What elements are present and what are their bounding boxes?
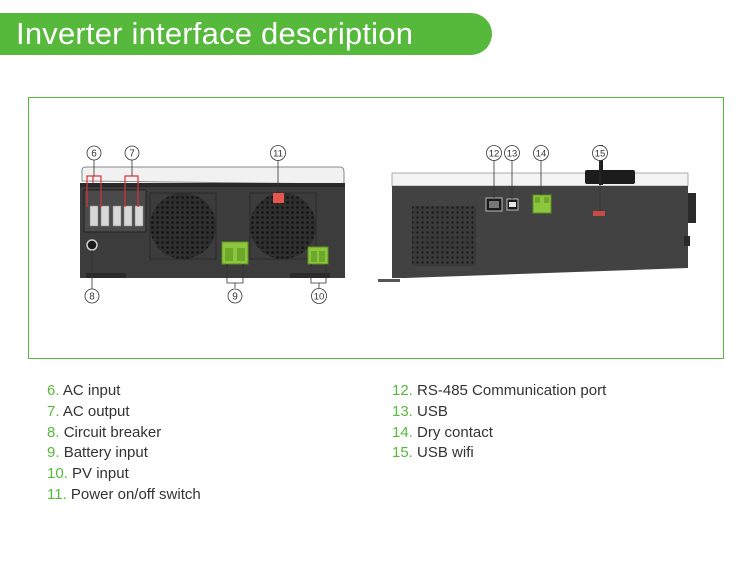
title-banner: Inverter interface description: [0, 13, 492, 55]
legend-left: 6. AC input 7. AC output 8. Circuit brea…: [47, 381, 201, 506]
legend-item-power-switch: 11. Power on/off switch: [47, 485, 201, 503]
callout-11: 11: [270, 145, 286, 161]
svg-text:8: 8: [89, 292, 95, 303]
inverter-side-view: [378, 145, 696, 282]
svg-text:11: 11: [273, 149, 283, 160]
callout-leaders: [91, 160, 601, 289]
legend-right: 12. RS-485 Communication port 13. USB 14…: [392, 381, 606, 464]
product-image-frame: [28, 97, 724, 359]
page-title: Inverter interface description: [16, 16, 414, 51]
svg-text:9: 9: [232, 292, 238, 303]
callout-15: 15: [592, 145, 608, 161]
fan-grille-right: [250, 193, 316, 259]
inverter-top-cover: [81, 166, 345, 185]
svg-text:6: 6: [91, 149, 97, 160]
callout-9: 9: [227, 288, 243, 304]
legend-item-battery-input: 9. Battery input: [47, 444, 148, 462]
circuit-breaker-button: [86, 239, 98, 251]
callout-13: 13: [504, 145, 520, 161]
callout-14: 14: [533, 145, 549, 161]
svg-text:14: 14: [536, 149, 547, 160]
callout-12: 12: [486, 145, 502, 161]
svg-text:12: 12: [489, 149, 500, 160]
legend-item-ac-output: 7. AC output: [47, 402, 130, 420]
legend-item-usb-wifi: 15. USB wifi: [392, 444, 474, 462]
svg-text:15: 15: [595, 149, 606, 160]
callout-10: 10: [311, 288, 327, 304]
legend-item-usb: 13. USB: [392, 402, 448, 420]
power-switch[interactable]: [273, 193, 284, 203]
svg-text:10: 10: [314, 292, 325, 303]
usb-wifi-port[interactable]: [593, 211, 605, 216]
side-vent: [412, 206, 476, 266]
callout-brackets: [86, 175, 139, 207]
callout-8: 8: [84, 288, 100, 304]
legend-item-pv-input: 10. PV input: [47, 465, 129, 483]
legend-item-dry-contact: 14. Dry contact: [392, 423, 493, 441]
side-top-cover: [391, 172, 689, 187]
callout-6: 6: [86, 145, 102, 161]
inverter-bottom-view: [80, 166, 345, 278]
legend-item-ac-input: 6. AC input: [47, 382, 121, 399]
svg-text:13: 13: [507, 149, 518, 160]
legend-item-rs485: 12. RS-485 Communication port: [392, 382, 607, 399]
fan-grille-left: [150, 193, 216, 259]
callout-7: 7: [124, 145, 140, 161]
svg-text:7: 7: [129, 149, 135, 160]
legend-item-circuit-breaker: 8. Circuit breaker: [47, 423, 162, 441]
